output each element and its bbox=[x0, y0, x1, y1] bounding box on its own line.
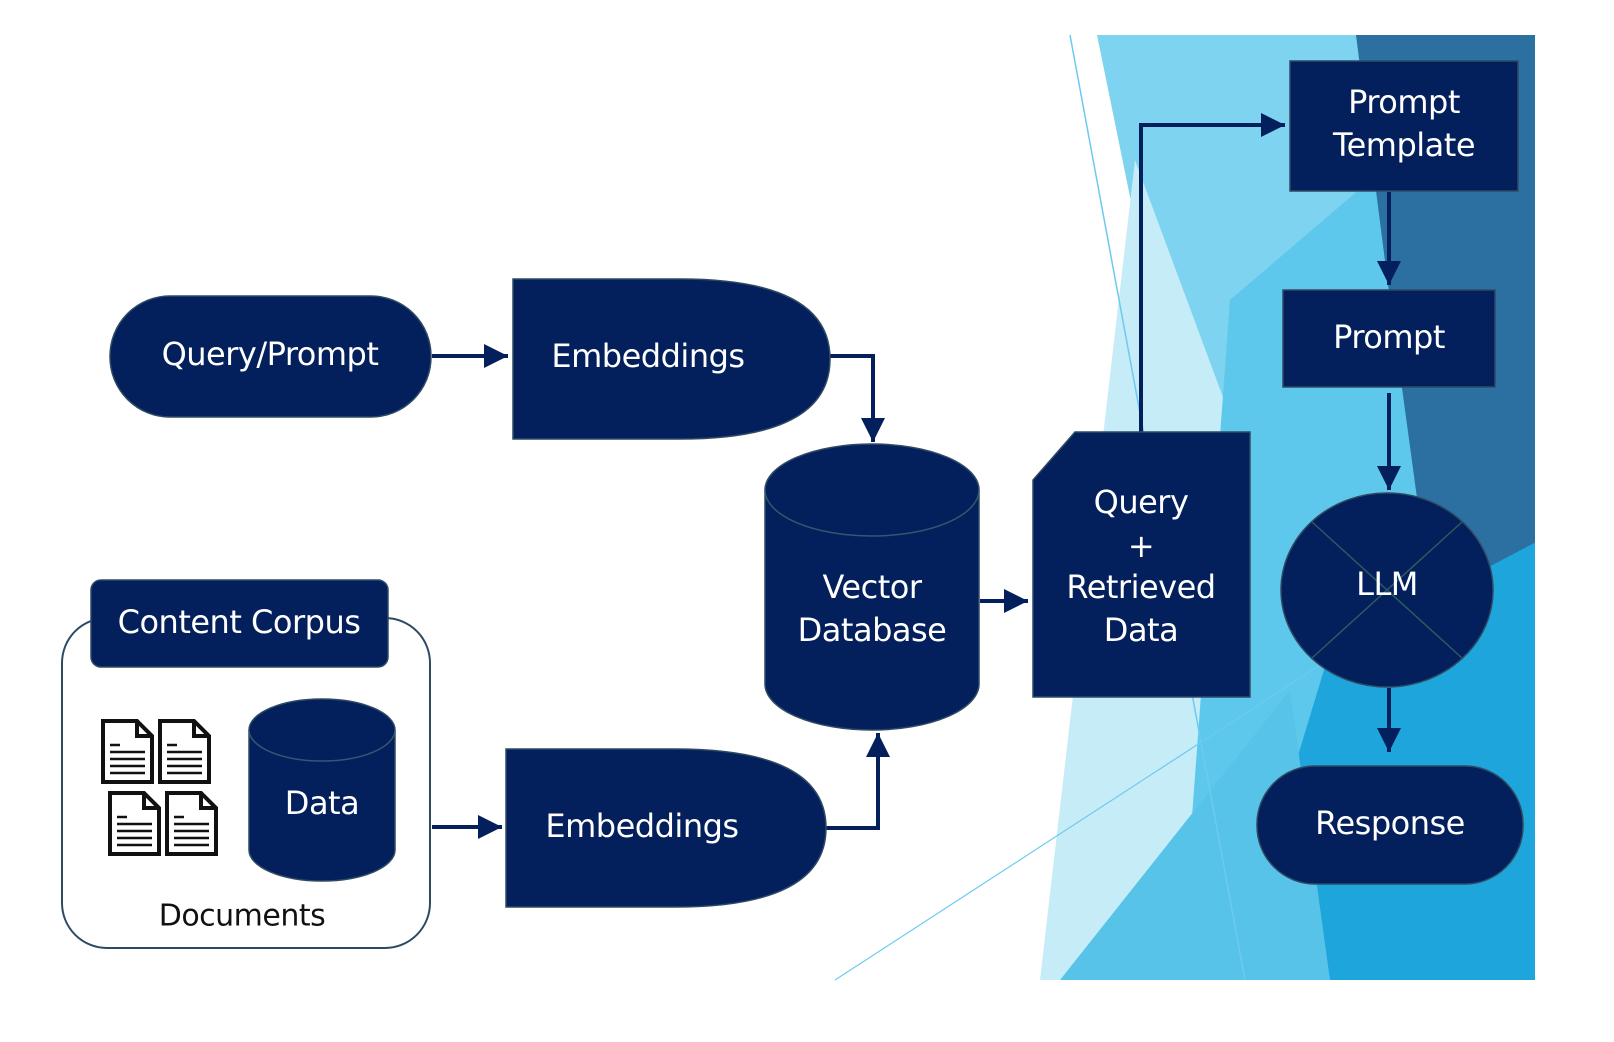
node-prompt-template[interactable]: Prompt Template bbox=[1289, 60, 1519, 192]
node-embeddings-top[interactable]: Embeddings bbox=[512, 278, 831, 440]
connectors bbox=[432, 113, 1401, 839]
node-query-prompt-label: Query/Prompt bbox=[162, 335, 379, 373]
node-retrieved-label-3: Retrieved bbox=[1066, 568, 1215, 606]
node-vector-database-label-1: Vector bbox=[823, 568, 923, 606]
node-embeddings-bottom-label: Embeddings bbox=[545, 807, 738, 845]
node-query-retrieved-data[interactable]: Query + Retrieved Data bbox=[1032, 431, 1251, 698]
edge-retrieved-to-template bbox=[1139, 113, 1285, 432]
document-icon bbox=[165, 791, 218, 856]
document-icon bbox=[108, 791, 161, 856]
content-corpus-header bbox=[90, 579, 389, 668]
node-llm[interactable]: LLM bbox=[1280, 492, 1494, 688]
node-response-label: Response bbox=[1315, 804, 1465, 842]
node-retrieved-label-1: Query bbox=[1094, 483, 1189, 521]
node-vector-database-label-2: Database bbox=[798, 611, 947, 649]
node-response[interactable]: Response bbox=[1256, 765, 1524, 885]
documents-label: Documents bbox=[159, 899, 326, 934]
data-store-label: Data bbox=[285, 784, 359, 822]
node-embeddings-top-label: Embeddings bbox=[551, 337, 744, 375]
document-icon bbox=[101, 719, 154, 784]
node-llm-label: LLM bbox=[1356, 565, 1418, 603]
edge-embeddings-to-vectordb-bottom bbox=[825, 733, 890, 830]
node-prompt[interactable]: Prompt bbox=[1282, 289, 1496, 388]
node-prompt-label: Prompt bbox=[1333, 318, 1445, 356]
bg-shape-cyan bbox=[1060, 690, 1330, 980]
node-embeddings-bottom[interactable]: Embeddings bbox=[505, 748, 827, 908]
node-retrieved-label-4: Data bbox=[1104, 611, 1178, 649]
node-prompt-template-label-1: Prompt bbox=[1348, 83, 1460, 121]
node-query-prompt[interactable]: Query/Prompt bbox=[109, 295, 432, 418]
content-corpus-label: Content Corpus bbox=[118, 603, 361, 641]
cylinder-top-rim bbox=[764, 489, 980, 537]
cylinder-database-icon: Data bbox=[248, 698, 396, 882]
bg-thin-line-2 bbox=[834, 664, 1321, 981]
content-corpus-container[interactable]: Content Corpus bbox=[61, 579, 431, 949]
node-prompt-template-label-2: Template bbox=[1332, 126, 1475, 164]
document-stack-icon bbox=[101, 719, 218, 856]
llm-cross-line-2 bbox=[1311, 521, 1463, 659]
document-icon bbox=[158, 719, 211, 784]
node-retrieved-label-2: + bbox=[1128, 527, 1154, 565]
node-vector-database[interactable]: Vector Database bbox=[764, 443, 980, 731]
edge-embeddings-to-vectordb bbox=[830, 354, 885, 442]
